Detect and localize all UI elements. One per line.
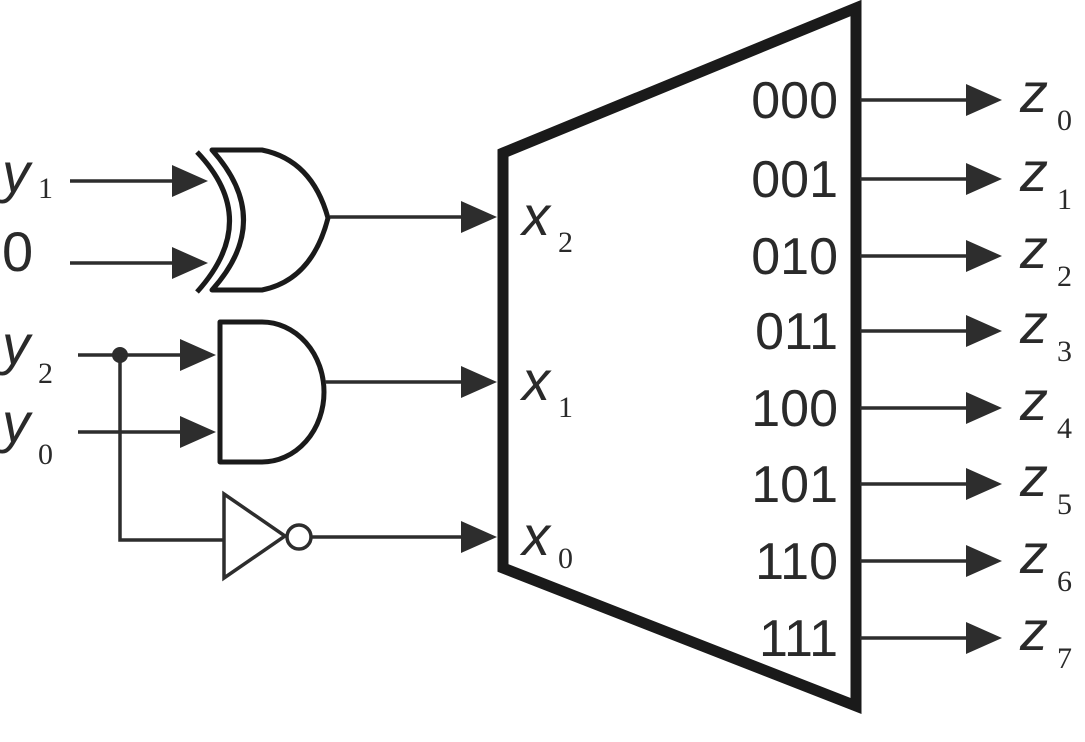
svg-text:z: z <box>1019 522 1048 585</box>
label-x2: x 2 <box>519 184 573 259</box>
svg-text:z: z <box>1019 445 1048 508</box>
output-arrow-2 <box>966 240 1002 272</box>
output-arrow-5 <box>966 468 1002 500</box>
output-arrow-3 <box>966 315 1002 347</box>
svg-text:0: 0 <box>1057 104 1072 137</box>
output-arrow-4 <box>966 392 1002 424</box>
svg-text:0: 0 <box>38 438 53 471</box>
and-gate-icon <box>217 319 327 465</box>
label-x1: x 1 <box>519 349 573 424</box>
decoder-code-010: 010 <box>751 228 838 286</box>
svg-text:y: y <box>0 141 33 204</box>
label-y2: y 2 <box>0 313 53 390</box>
svg-text:1: 1 <box>38 172 53 205</box>
input-wires <box>70 165 224 542</box>
svg-text:6: 6 <box>1057 565 1072 598</box>
decoder-code-011: 011 <box>755 303 838 361</box>
svg-text:1: 1 <box>558 391 573 424</box>
svg-text:1: 1 <box>1057 183 1072 216</box>
svg-text:5: 5 <box>1057 488 1072 521</box>
svg-text:7: 7 <box>1057 642 1072 675</box>
svg-text:y: y <box>0 391 33 454</box>
decoder-code-110: 110 <box>755 533 838 591</box>
xor-gate-icon <box>195 147 331 294</box>
label-y0: y 0 <box>0 391 53 471</box>
svg-text:x: x <box>519 349 552 412</box>
svg-text:x: x <box>519 184 552 247</box>
svg-text:z: z <box>1019 599 1048 662</box>
output-arrow-7 <box>966 622 1002 654</box>
svg-text:2: 2 <box>38 357 53 390</box>
decoder-code-100: 100 <box>751 380 838 438</box>
select-wires <box>311 201 497 553</box>
svg-text:4: 4 <box>1057 412 1072 445</box>
decoder-code-001: 001 <box>751 151 838 209</box>
svg-text:x: x <box>519 504 552 567</box>
svg-text:z: z <box>1019 369 1048 432</box>
label-x0: x 0 <box>519 504 573 575</box>
output-arrow-6 <box>966 545 1002 577</box>
output-arrow-1 <box>966 163 1002 195</box>
decoder-code-111: 111 <box>759 610 838 668</box>
svg-text:0: 0 <box>558 542 573 575</box>
output-arrow-0 <box>966 84 1002 116</box>
decoder-box <box>497 0 862 715</box>
label-zero: 0 <box>2 220 33 283</box>
svg-text:z: z <box>1019 292 1048 355</box>
decoder-code-101: 101 <box>751 456 838 514</box>
not-gate-icon <box>222 490 313 582</box>
svg-text:2: 2 <box>1057 260 1072 293</box>
svg-text:2: 2 <box>558 226 573 259</box>
label-y1: y 1 <box>0 141 53 205</box>
svg-text:3: 3 <box>1057 335 1072 368</box>
svg-text:z: z <box>1019 217 1048 280</box>
svg-text:z: z <box>1019 61 1048 124</box>
decoder-code-000: 000 <box>751 72 838 130</box>
svg-text:y: y <box>0 313 33 376</box>
svg-text:z: z <box>1019 140 1048 203</box>
